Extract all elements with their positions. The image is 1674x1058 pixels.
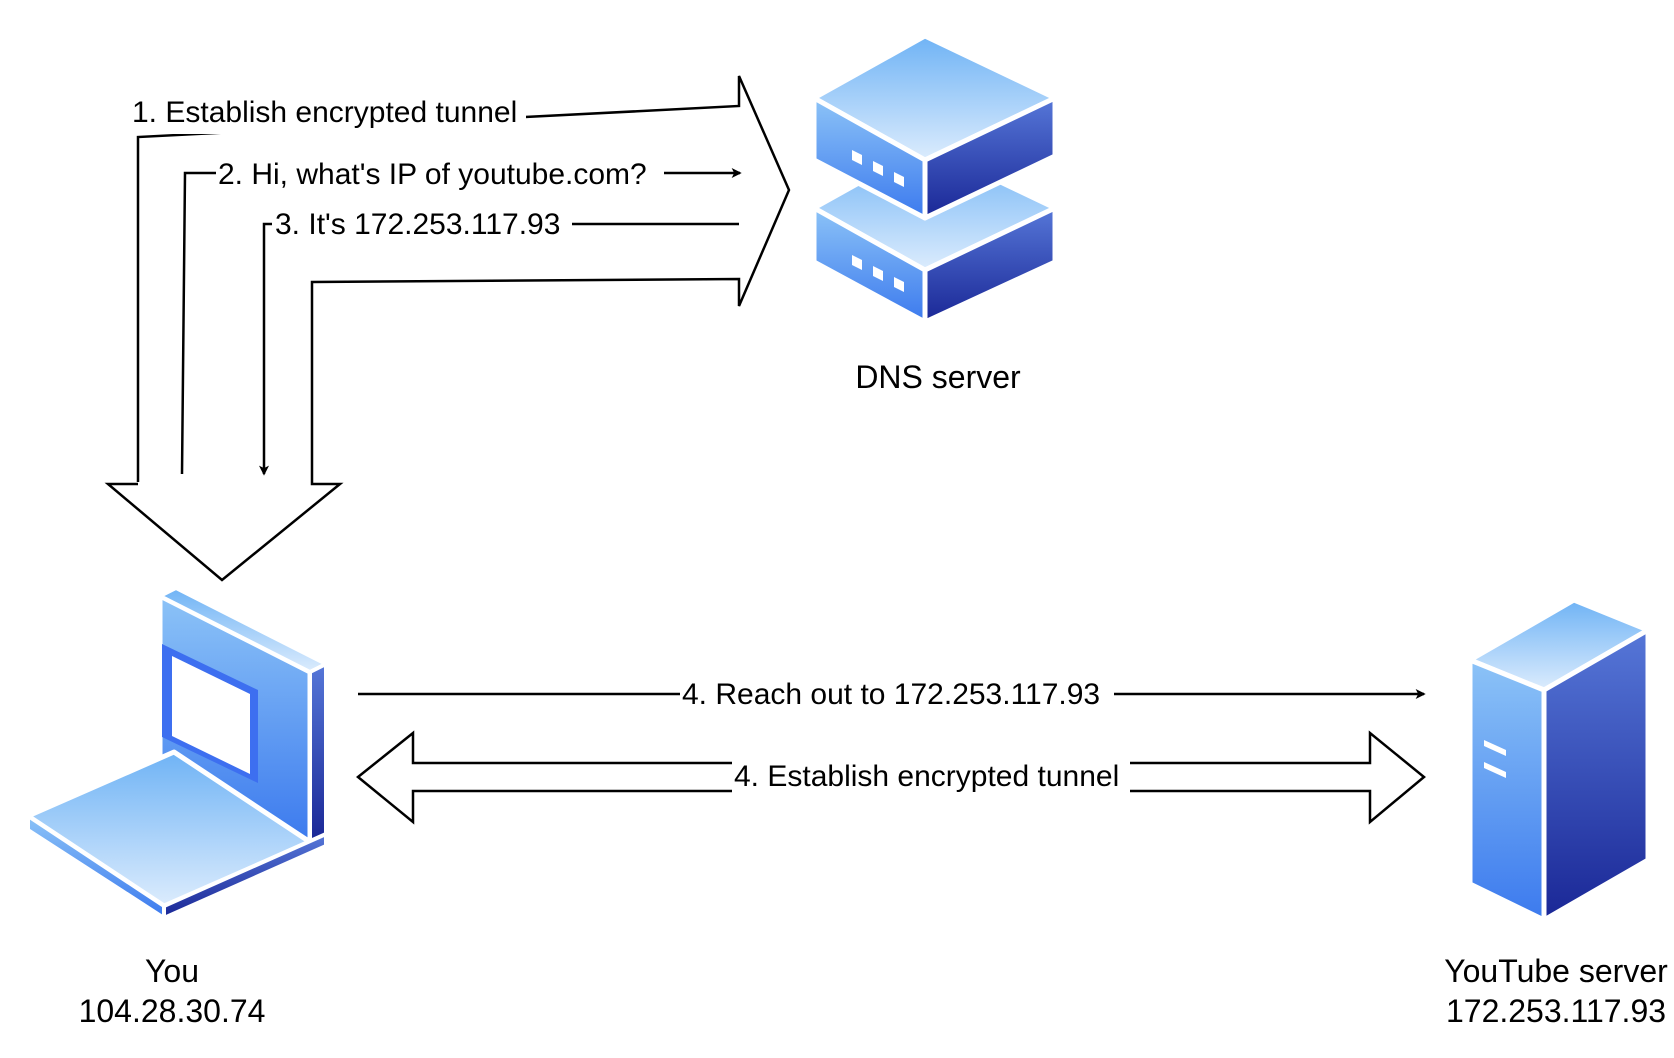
laptop-icon [25,586,328,920]
step4a-label: 4. Reach out to 172.253.117.93 [682,678,1100,711]
tunnel-arrow-dns [104,75,791,582]
step2-label-bg [216,156,664,194]
dns-server-icon [811,33,1058,325]
dns-server-upper-unit [811,33,1058,221]
step2-label: 2. Hi, what's IP of youtube.com? [218,158,647,191]
you-label: You [145,953,199,989]
youtube-server-ip-label: 172.253.117.93 [1446,993,1666,1029]
step3-label-bg [272,206,572,244]
step1-label-bg [128,94,526,134]
dns-server-label: DNS server [855,359,1021,395]
step3-label: 3. It's 172.253.117.93 [275,208,560,241]
you-ip-label: 104.28.30.74 [79,993,266,1029]
response-arrow [259,222,739,476]
youtube-server-label: YouTube server [1444,953,1668,989]
step4b-label-bg [732,758,1130,796]
step4b-label: 4. Establish encrypted tunnel [734,760,1119,793]
step4a-label-bg [680,676,1114,714]
step1-label: 1. Establish encrypted tunnel [132,96,517,129]
tower-server-icon [1467,597,1651,923]
